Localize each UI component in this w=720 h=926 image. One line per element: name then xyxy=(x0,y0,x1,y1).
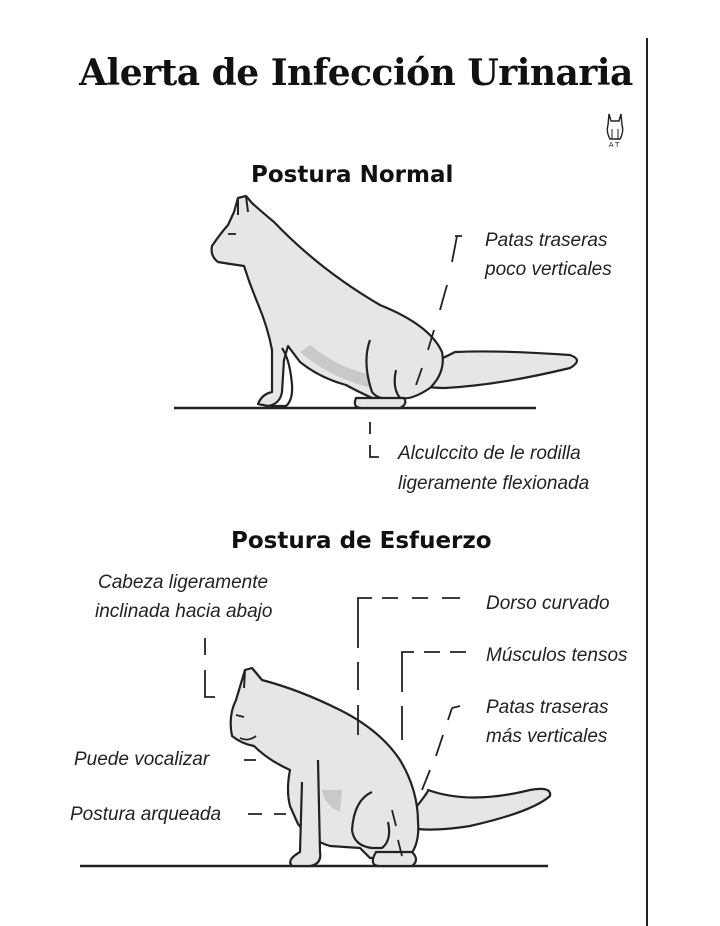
normal-hind-legs-callout-line xyxy=(415,235,462,386)
strain-cat-front-leg xyxy=(289,759,322,868)
strain-cat-hind-paw xyxy=(371,850,418,868)
strain-cat-mouth xyxy=(239,735,257,741)
strain-back-label: Dorso curvado xyxy=(486,593,610,614)
normal-knee-label-line1: Alculccito de le rodilla xyxy=(398,443,581,464)
strain-cat-eye xyxy=(235,714,245,718)
strain-cat-illustration xyxy=(80,597,552,868)
strain-vocal-label: Puede vocalizar xyxy=(74,749,210,770)
strain-hind-legs-callout-line xyxy=(421,705,461,791)
normal-cat-ear xyxy=(237,195,249,215)
strain-cat-belly-shade xyxy=(322,790,342,812)
strain-head-callout-line xyxy=(204,638,215,698)
strain-hind-legs-label-line1: Patas traseras xyxy=(486,697,609,718)
strain-arched-callout-line-2 xyxy=(391,809,403,857)
strain-muscles-callout-line xyxy=(401,651,466,740)
strain-cat-tail xyxy=(408,787,552,831)
strain-cat-hind-leg xyxy=(350,790,391,850)
strain-arched-label: Postura arqueada xyxy=(70,804,222,825)
normal-cat-belly-shade xyxy=(300,345,372,388)
strain-back-callout-line xyxy=(357,597,460,735)
strain-muscles-label: Músculos tensos xyxy=(486,645,628,666)
normal-knee-label-line2: ligeramente flexionada xyxy=(398,473,590,494)
strain-head-label-line2: inclinada hacia abajo xyxy=(95,601,273,622)
strain-head-label-line1: Cabeza ligeramente xyxy=(98,572,269,593)
page-title: Alerta de Infección Urinaria xyxy=(79,52,633,94)
cat-logo-icon: AT xyxy=(598,112,632,154)
right-border-line xyxy=(646,38,648,926)
normal-cat-body xyxy=(210,194,444,408)
normal-cat-hind-paw xyxy=(353,396,407,410)
normal-cat-tail xyxy=(406,350,579,390)
normal-knee-callout-line xyxy=(369,422,379,458)
logo-text: AT xyxy=(608,141,622,149)
normal-cat-illustration xyxy=(174,194,579,458)
strain-hind-legs-label-line2: más verticales xyxy=(486,726,608,747)
strain-cat-ear xyxy=(243,667,263,689)
strain-posture-heading: Postura de Esfuerzo xyxy=(231,528,492,554)
normal-hind-legs-label-line1: Patas traseras xyxy=(485,230,608,251)
normal-hind-legs-label-line2: poco verticales xyxy=(485,259,612,280)
normal-cat-front-leg xyxy=(270,347,294,408)
normal-posture-heading: Postura Normal xyxy=(251,162,454,188)
